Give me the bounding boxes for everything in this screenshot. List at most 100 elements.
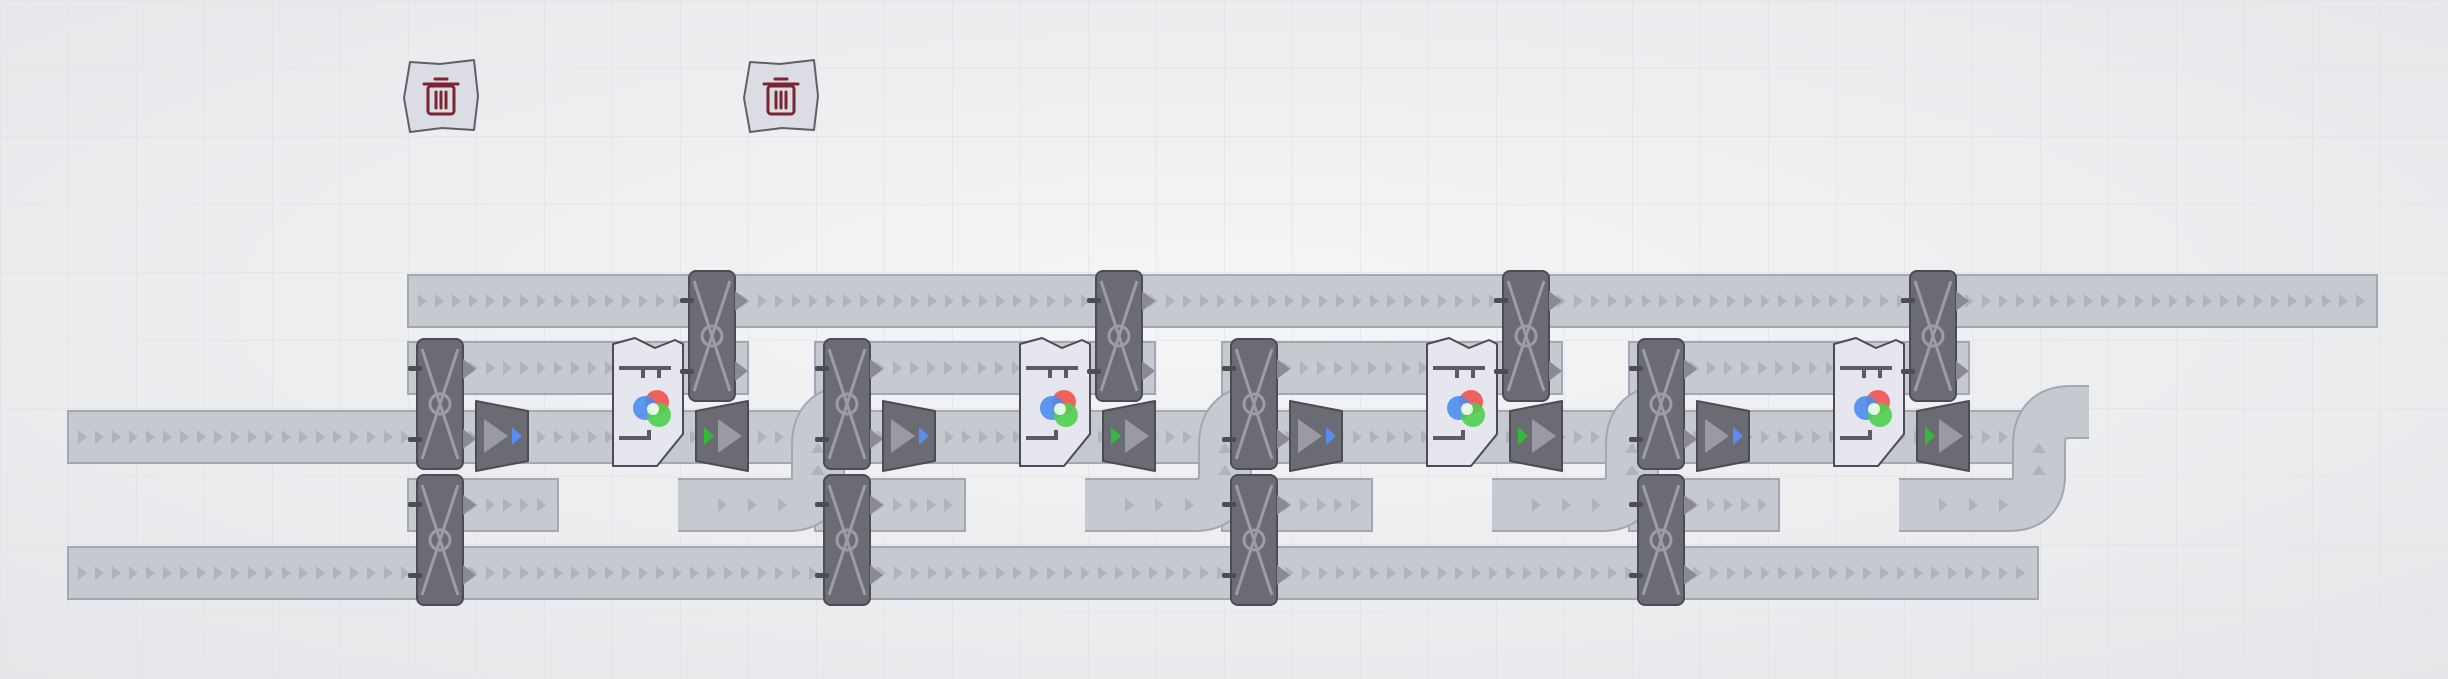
play-arrow-icon bbox=[1705, 419, 1729, 453]
belt-arrow-icon bbox=[367, 430, 376, 444]
splitter-pin bbox=[1901, 369, 1915, 374]
station-1-painter[interactable] bbox=[612, 337, 684, 467]
blue-arrow-icon bbox=[512, 427, 522, 445]
belt-arrow-icon bbox=[1608, 294, 1617, 308]
belt-arrow-icon bbox=[792, 294, 801, 308]
belt-arrow-icon bbox=[775, 430, 784, 444]
belt-arrow-icon bbox=[1421, 566, 1430, 580]
belt-arrow-icon bbox=[1353, 566, 1362, 580]
station-4-filter-right[interactable] bbox=[1916, 400, 1970, 472]
belt-arrow-icon bbox=[78, 566, 87, 580]
belt-arrow-icon bbox=[1574, 566, 1583, 580]
belt-arrow-icon bbox=[1523, 566, 1532, 580]
trash-bin bbox=[426, 84, 456, 116]
station-1-splitter-bottom[interactable] bbox=[408, 474, 476, 606]
belt-arrow-icon bbox=[673, 566, 682, 580]
belt-arrow-icon bbox=[1183, 566, 1192, 580]
trash-can-2[interactable] bbox=[743, 59, 819, 133]
station-1-filter-left[interactable] bbox=[475, 400, 529, 472]
belt-arrow-icon bbox=[78, 430, 87, 444]
belt-arrow-icon bbox=[1914, 566, 1923, 580]
belt-arrow-icon bbox=[1727, 566, 1736, 580]
belt-arrow-icon bbox=[758, 566, 767, 580]
splitter-cross-icon bbox=[1641, 484, 1681, 596]
belt-arrow-icon bbox=[112, 566, 121, 580]
belt-arrow-icon bbox=[1404, 294, 1413, 308]
belt-arrow-icon bbox=[1795, 566, 1804, 580]
station-4-splitter-bottom[interactable] bbox=[1629, 474, 1697, 606]
belt-arrow-icon bbox=[503, 566, 512, 580]
belt-arrow-icon bbox=[1302, 294, 1311, 308]
belt-arrow-icon bbox=[996, 294, 1005, 308]
belt-arrow-icon bbox=[537, 430, 546, 444]
station-3-splitter-bottom[interactable] bbox=[1222, 474, 1290, 606]
station-2-filter-left[interactable] bbox=[882, 400, 936, 472]
belt-arrow-icon bbox=[1200, 566, 1209, 580]
belt-arrow-icon bbox=[996, 430, 1005, 444]
belt-arrow-icon bbox=[1319, 566, 1328, 580]
belt-arrow-icon bbox=[1939, 498, 1948, 512]
belt-arrow-icon bbox=[1863, 294, 1872, 308]
belt-arrow-icon bbox=[1268, 294, 1277, 308]
belt-arrow-icon bbox=[1506, 566, 1515, 580]
belt-arrow-icon bbox=[1149, 566, 1158, 580]
bottom-main-belt[interactable] bbox=[67, 546, 2039, 600]
splitter-hub-icon bbox=[428, 392, 452, 416]
splitter-output-icon bbox=[1956, 291, 1969, 381]
station-1-splitter-left[interactable] bbox=[408, 338, 476, 470]
belt-arrow-icon bbox=[1880, 294, 1889, 308]
belt-arrow-icon bbox=[893, 361, 902, 375]
color-white bbox=[647, 403, 659, 415]
belt-arrow-icon bbox=[1758, 498, 1767, 512]
splitter-pin bbox=[1222, 502, 1236, 507]
belt-arrow-icon bbox=[1778, 294, 1787, 308]
green-arrow-icon bbox=[1925, 427, 1935, 445]
belt-arrow-icon bbox=[588, 361, 597, 375]
trash-icon bbox=[422, 77, 460, 116]
belt-arrow-icon bbox=[1625, 465, 1639, 475]
trash-can-1[interactable] bbox=[403, 59, 479, 133]
belt-arrow-icon bbox=[503, 498, 512, 512]
play-arrow-icon bbox=[1298, 419, 1322, 453]
splitter-cross-icon bbox=[1913, 280, 1953, 392]
station-2-splitter-left[interactable] bbox=[815, 338, 883, 470]
belt-arrow-icon bbox=[1812, 566, 1821, 580]
belt-arrow-icon bbox=[1724, 498, 1733, 512]
belt-arrow-icon bbox=[520, 498, 529, 512]
green-arrow-icon bbox=[1111, 427, 1121, 445]
splitter-cross-icon bbox=[827, 484, 867, 596]
station-2-filter-right[interactable] bbox=[1102, 400, 1156, 472]
belt-arrow-icon bbox=[299, 430, 308, 444]
station-4-splitter-left[interactable] bbox=[1629, 338, 1697, 470]
belt-arrow-icon bbox=[469, 294, 478, 308]
belt-arrow-icon bbox=[2220, 294, 2229, 308]
belt-arrow-icon bbox=[2118, 294, 2127, 308]
belt-arrow-icon bbox=[214, 430, 223, 444]
curved-belt-4[interactable] bbox=[1899, 385, 2089, 532]
belt-arrow-icon bbox=[1642, 294, 1651, 308]
belt-arrow-icon bbox=[197, 566, 206, 580]
station-3-splitter-top[interactable] bbox=[1494, 270, 1562, 402]
station-3-filter-left[interactable] bbox=[1289, 400, 1343, 472]
station-3-filter-right[interactable] bbox=[1509, 400, 1563, 472]
station-2-splitter-top[interactable] bbox=[1087, 270, 1155, 402]
splitter-output-icon bbox=[1277, 495, 1290, 585]
belt-arrow-icon bbox=[1183, 294, 1192, 308]
station-3-painter[interactable] bbox=[1426, 337, 1498, 467]
station-4-splitter-top[interactable] bbox=[1901, 270, 1969, 402]
station-2-splitter-bottom[interactable] bbox=[815, 474, 883, 606]
belt-arrow-icon bbox=[778, 498, 787, 512]
station-4-filter-left[interactable] bbox=[1696, 400, 1750, 472]
station-1-splitter-top[interactable] bbox=[680, 270, 748, 402]
station-2-painter[interactable] bbox=[1019, 337, 1091, 467]
station-4-painter[interactable] bbox=[1833, 337, 1905, 467]
belt-arrow-icon bbox=[1081, 294, 1090, 308]
station-1-filter-right[interactable] bbox=[695, 400, 749, 472]
belt-arrow-icon bbox=[605, 294, 614, 308]
belt-arrow-icon bbox=[197, 430, 206, 444]
belt-arrow-icon bbox=[927, 361, 936, 375]
belt-arrow-icon bbox=[1064, 566, 1073, 580]
station-3-splitter-left[interactable] bbox=[1222, 338, 1290, 470]
